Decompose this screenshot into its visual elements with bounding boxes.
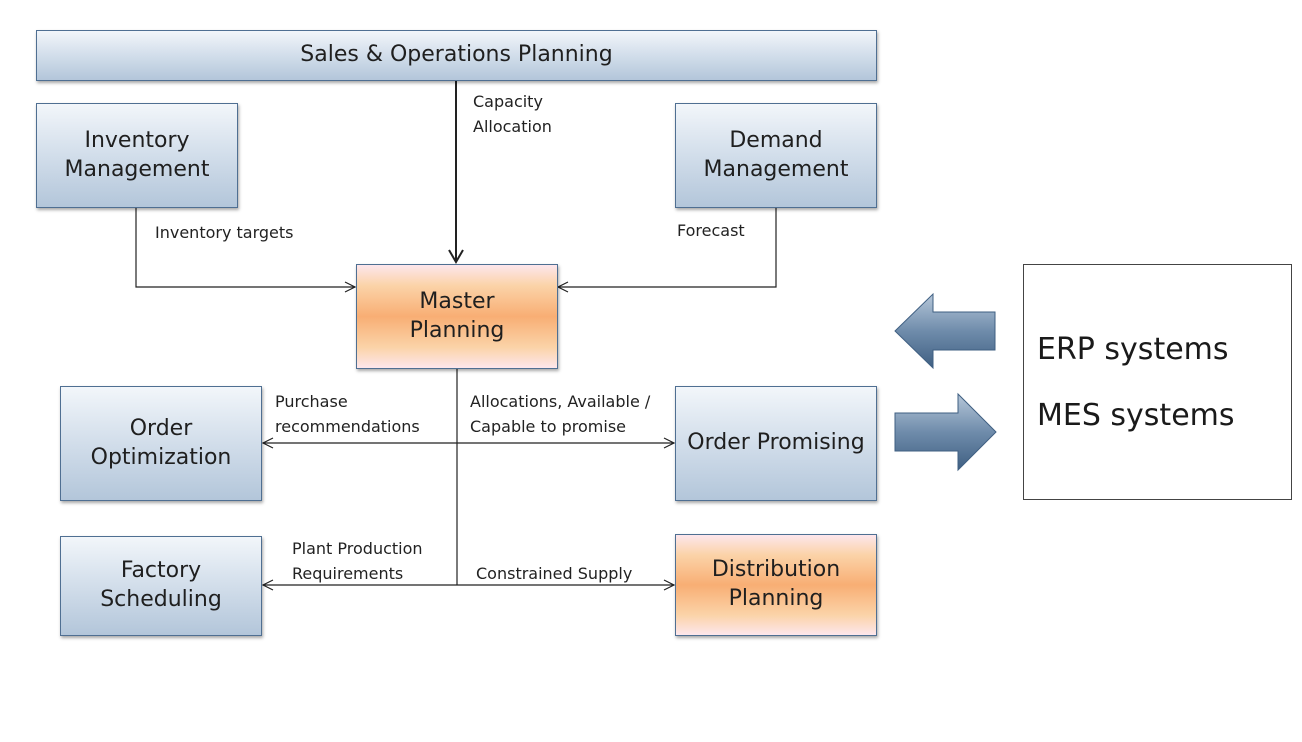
forecast-label: Forecast (677, 221, 745, 240)
distribution-planning-box: Distribution Planning (675, 534, 877, 636)
inventory-targets-connector (135, 208, 355, 288)
systems-box: ERP systems MES systems (1023, 264, 1292, 500)
sop-box: Sales & Operations Planning (36, 30, 877, 81)
order-promising-arrowhead (663, 437, 676, 449)
erp-systems-label: ERP systems (1037, 332, 1229, 367)
inventory-targets-label: Inventory targets (155, 223, 294, 242)
purchase-recommendations-label: Purchase recommendations (275, 392, 420, 436)
constrained-supply-label: Constrained Supply (476, 564, 633, 583)
factory-arrowhead (261, 579, 274, 591)
order-promising-box: Order Promising (675, 386, 877, 501)
outbound-block-arrow-icon (894, 392, 997, 472)
master-planning-label: Master Planning (409, 288, 505, 343)
allocations-label: Allocations, Available / Capable to prom… (470, 392, 651, 436)
plant-production-label: Plant Production Requirements (292, 539, 423, 583)
capacity-allocation-label: Capacity Allocation (473, 92, 552, 136)
demand-management-label: Demand Management (703, 127, 849, 182)
order-opt-arrowhead (261, 437, 274, 449)
distribution-arrowhead (663, 579, 676, 591)
forecast-connector (558, 208, 777, 288)
mes-systems-label: MES systems (1037, 398, 1235, 433)
demand-management-box: Demand Management (675, 103, 877, 208)
inventory-management-label: Inventory Management (64, 127, 210, 182)
distribution-planning-label: Distribution Planning (711, 557, 841, 611)
forecast-arrowhead (556, 281, 569, 293)
inventory-arrowhead (344, 281, 357, 293)
sop-label: Sales & Operations Planning (300, 42, 613, 68)
order-promising-label: Order Promising (687, 430, 865, 456)
order-optimization-label: Order Optimization (90, 415, 232, 470)
factory-scheduling-box: Factory Scheduling (60, 536, 262, 636)
master-planning-box: Master Planning (356, 264, 558, 369)
capacity-arrowhead (448, 249, 464, 264)
inbound-block-arrow-icon (894, 292, 996, 370)
factory-scheduling-label: Factory Scheduling (100, 558, 222, 612)
inventory-management-box: Inventory Management (36, 103, 238, 208)
order-optimization-box: Order Optimization (60, 386, 262, 501)
